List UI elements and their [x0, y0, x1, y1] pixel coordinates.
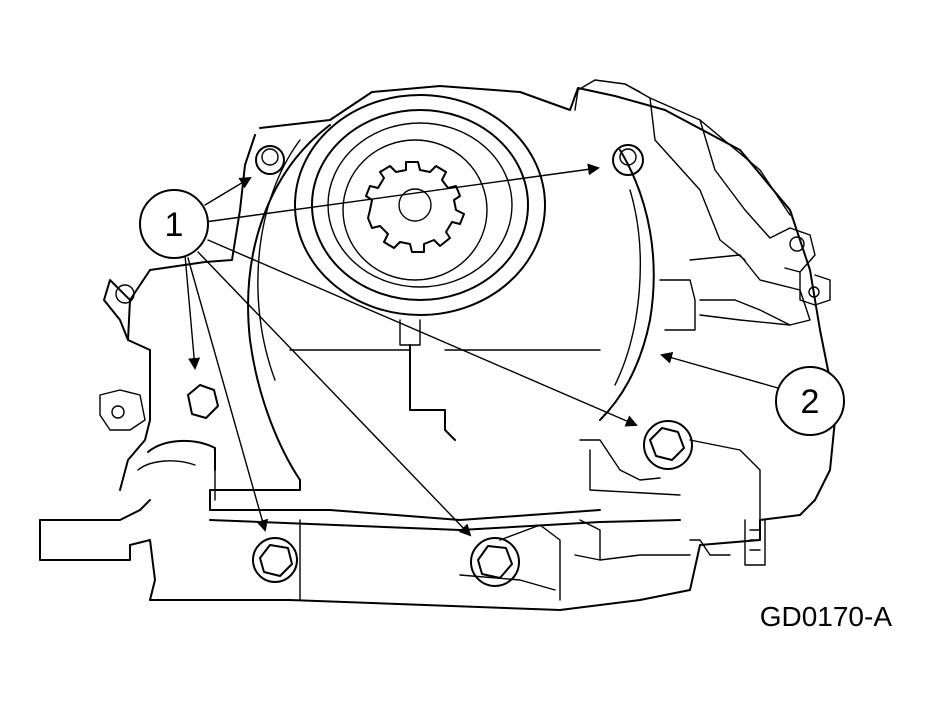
drive-gear: [365, 161, 465, 253]
callout-1-leaders: [184, 163, 638, 537]
bolt-upper-left: [255, 145, 285, 175]
bolt-bottom-left: [252, 537, 298, 583]
engine-housing: [39, 79, 836, 611]
callout-2: 2: [775, 366, 845, 436]
bolt-bottom-middle: [470, 537, 520, 587]
callout-1-label: 1: [165, 206, 184, 244]
callout-2-leader: [660, 351, 779, 389]
bolt-upper-right: [612, 144, 644, 176]
bolts: [187, 144, 693, 587]
bolt-left-middle: [187, 384, 219, 419]
callout-2-label: 2: [801, 383, 820, 421]
callout-1: 1: [139, 189, 209, 259]
figure-id: GD0170-A: [759, 601, 892, 632]
pump-cover: [137, 94, 696, 601]
bolt-right-lower: [643, 420, 693, 470]
